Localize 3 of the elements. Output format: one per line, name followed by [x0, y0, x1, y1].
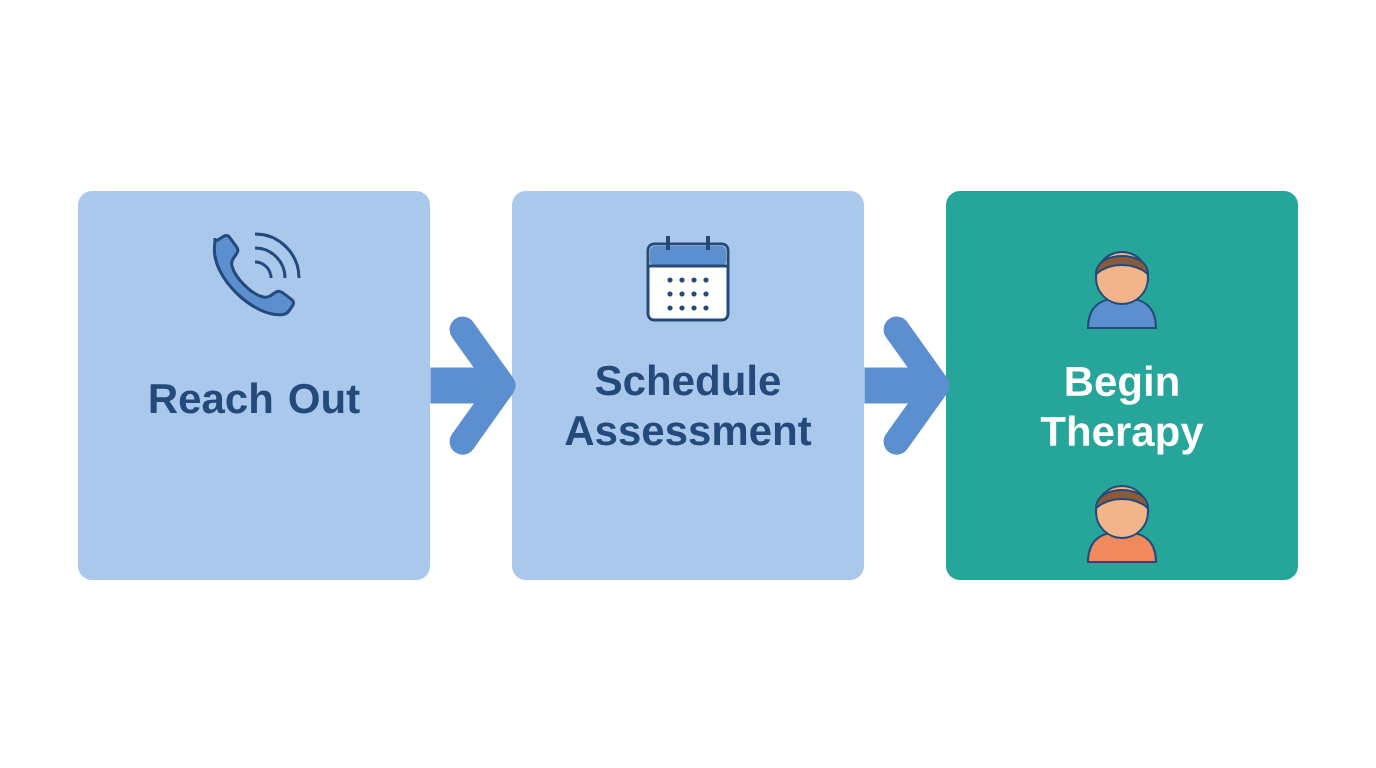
step-box: Schedule Assessment — [512, 191, 864, 581]
step-box: Reach Out — [78, 191, 430, 581]
step-box: Begin Therapy — [946, 191, 1298, 581]
